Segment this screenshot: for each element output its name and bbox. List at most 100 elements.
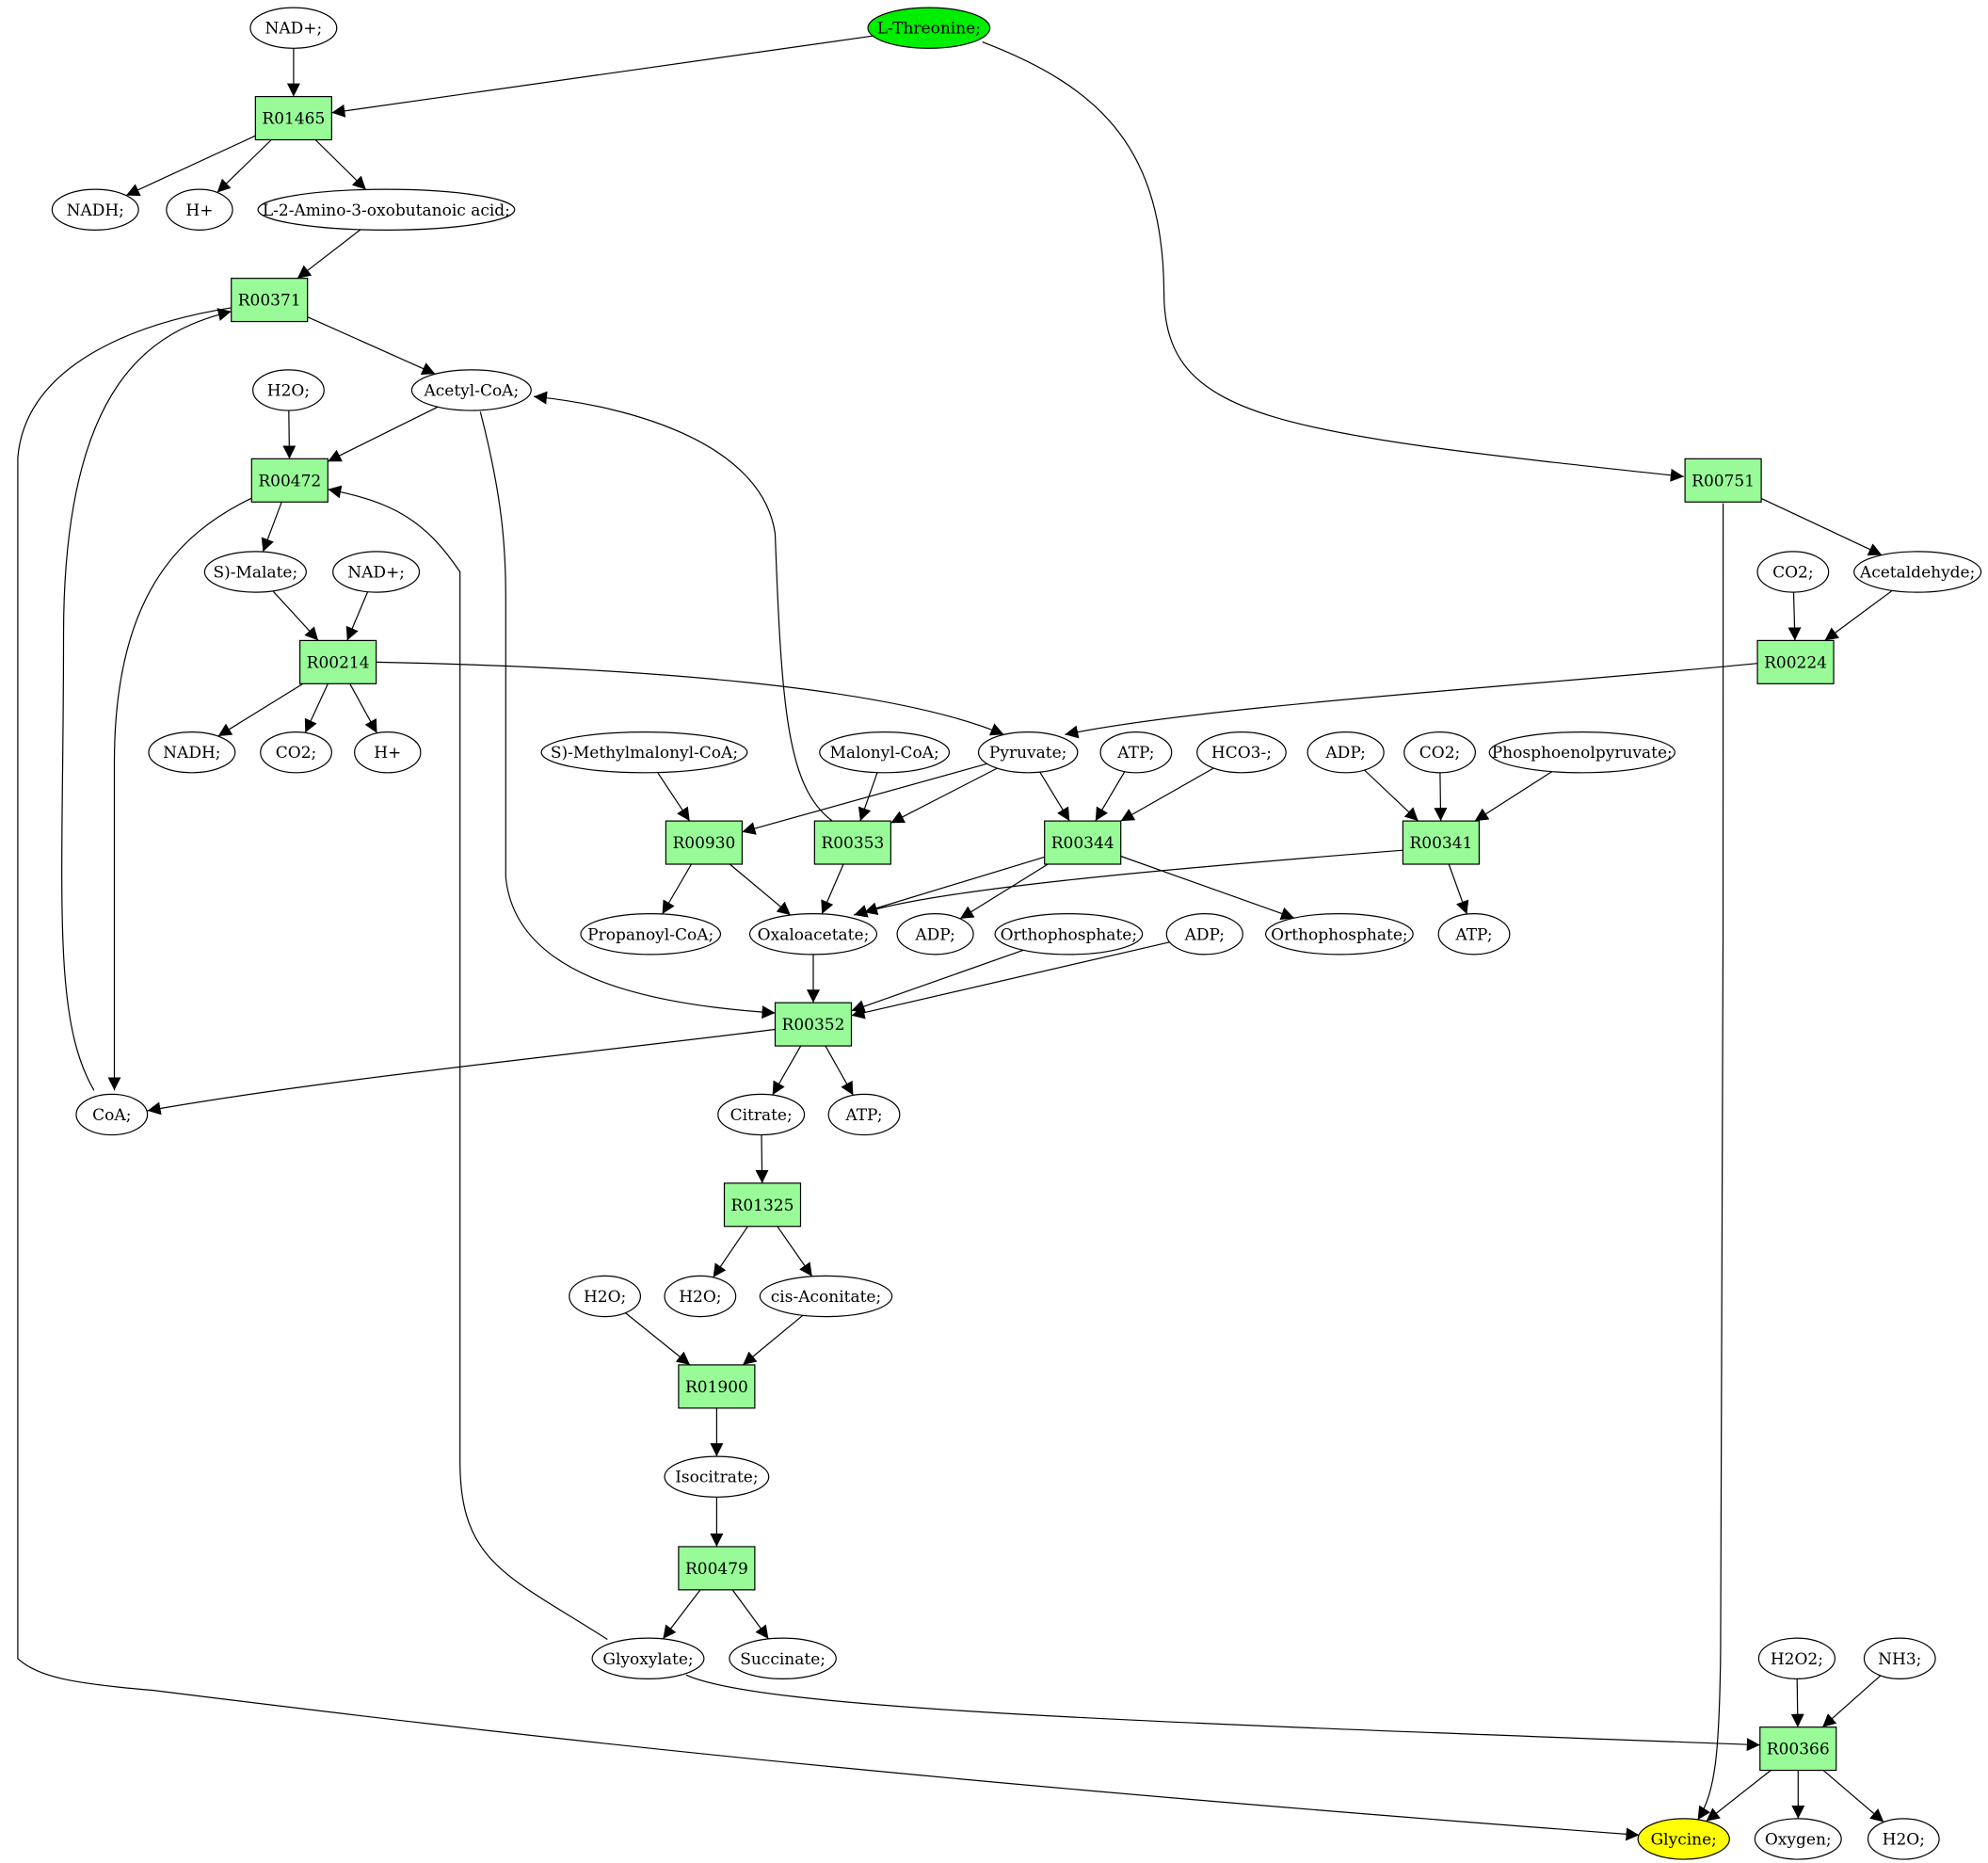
compound-node-nadh2: NADH; (148, 731, 236, 774)
reaction-box (665, 820, 744, 865)
compound-node-co2c: CO2; (1403, 731, 1476, 774)
node-label: L-Threonine; (877, 20, 981, 39)
reaction-box (813, 820, 891, 865)
node-label: HCO3-; (1211, 744, 1272, 763)
compound-ellipse (1264, 913, 1414, 956)
edge-R00371-to-acoa (307, 316, 436, 375)
reaction-box (678, 1364, 756, 1409)
reaction-box (1402, 820, 1481, 865)
compound-ellipse (717, 1093, 806, 1136)
edge-glyox-to-R00366 (685, 1674, 1760, 1752)
reaction-node-R00371: R00371 (231, 278, 309, 323)
node-label: H2O; (1883, 1830, 1925, 1849)
compound-node-coa: CoA; (75, 1093, 149, 1136)
node-label: NAD+; (265, 20, 322, 39)
compound-ellipse (994, 913, 1144, 956)
reaction-node-R01900: R01900 (678, 1364, 756, 1409)
compound-ellipse (748, 913, 878, 956)
compound-node-smm: S)-Methylmalonyl-CoA; (540, 731, 748, 774)
edge-R00344-to-pi2 (1120, 855, 1295, 921)
edge-R01325-to-cisacon (777, 1226, 813, 1277)
reaction-node-R00224: R00224 (1756, 639, 1835, 684)
edge-cisacon-to-R01900 (742, 1314, 804, 1366)
compound-ellipse (1165, 913, 1243, 956)
compound-node-h2: H+ (354, 731, 422, 774)
node-label: NAD+; (347, 564, 405, 583)
node-label: R00352 (782, 1016, 845, 1035)
node-label: R00751 (1691, 472, 1755, 490)
compound-ellipse (1637, 1818, 1730, 1860)
edge-R01465-to-nadh1 (125, 135, 256, 197)
node-label: R00353 (821, 834, 884, 853)
compound-node-succ: Succinate; (729, 1637, 837, 1679)
edge-R00353-to-acoa (533, 391, 833, 822)
compound-ellipse (252, 369, 325, 411)
edge-R00472-to-malate (261, 502, 282, 553)
node-label: CoA; (92, 1106, 131, 1125)
compound-node-oxygen: Oxygen; (1754, 1818, 1842, 1860)
edge-R00366-to-gly (1706, 1770, 1772, 1823)
edge-glyox-to-R00472 (328, 485, 608, 1641)
compound-node-pi1: Orthophosphate; (994, 913, 1144, 956)
compound-ellipse (867, 7, 991, 49)
node-label: Acetaldehyde; (1859, 564, 1975, 583)
compound-node-propcoa: Propanoyl-CoA; (580, 913, 722, 956)
compound-ellipse (1756, 551, 1830, 593)
edge-R00353-to-oaa (821, 863, 844, 915)
compound-node-thr: L-Threonine; (867, 7, 991, 49)
node-label: Malonyl-CoA; (829, 744, 938, 763)
edge-atp1-to-R00344 (1095, 771, 1126, 822)
edge-R00930-to-oaa (729, 863, 792, 916)
compound-node-h2o2: H2O; (569, 1275, 641, 1318)
compound-node-citrate: Citrate; (717, 1093, 806, 1136)
compound-ellipse (896, 913, 974, 956)
compound-node-amino: L-2-Amino-3-oxobutanoic acid; (257, 188, 516, 231)
edge-R00366-to-h2o4 (1822, 1770, 1884, 1823)
node-label: H2O2; (1771, 1650, 1823, 1669)
compound-ellipse (354, 731, 422, 774)
edge-R00479-to-glyox (662, 1589, 701, 1640)
node-label: Orthophosphate; (1271, 925, 1407, 944)
reaction-node-R00751: R00751 (1684, 458, 1762, 503)
node-label: R01325 (731, 1196, 794, 1215)
compound-node-malonyl: Malonyl-CoA; (819, 731, 951, 774)
compound-node-glyox: Glyoxylate; (591, 1637, 705, 1679)
edge-R01465-to-h1 (216, 139, 272, 193)
edge-R00371-to-gly (17, 307, 1640, 1841)
edge-R00472-to-coa (107, 497, 252, 1091)
compound-node-pep: Phosphoenolpyruvate; (1488, 731, 1675, 774)
compound-node-atp1: ATP; (1099, 731, 1173, 774)
edge-R00479-to-succ (731, 1589, 769, 1640)
node-label: H2O; (679, 1288, 721, 1307)
node-label: ADP; (914, 925, 954, 944)
reaction-node-R01325: R01325 (723, 1182, 802, 1228)
edge-R00224-to-pyr (1065, 663, 1758, 739)
compound-node-isocit: Isocitrate; (664, 1455, 770, 1498)
node-label: Acetyl-CoA; (423, 381, 519, 400)
edge-R00344-to-adp2 (959, 863, 1049, 920)
reaction-box (774, 1002, 853, 1047)
compound-ellipse (664, 1275, 737, 1318)
edge-R00352-to-coa (147, 1028, 776, 1116)
node-label: ATP; (844, 1106, 882, 1125)
node-label: CO2; (1772, 564, 1814, 583)
compound-ellipse (203, 551, 307, 593)
compound-node-h2o4: H2O; (1867, 1818, 1940, 1860)
compound-ellipse (1757, 1637, 1836, 1679)
reaction-box (678, 1546, 756, 1591)
reaction-box (1684, 458, 1762, 503)
edge-pyr-to-R00353 (890, 767, 998, 824)
edge-h2o2-to-R01900 (625, 1312, 691, 1366)
node-label: R00344 (1051, 834, 1114, 853)
reaction-node-R00353: R00353 (813, 820, 891, 865)
reaction-node-R00479: R00479 (678, 1546, 756, 1591)
node-label: NADH; (67, 201, 124, 220)
node-label: H+ (185, 201, 213, 220)
compound-node-malate: S)-Malate; (203, 551, 307, 593)
compound-ellipse (148, 731, 236, 774)
edge-R00214-to-h2 (349, 683, 378, 733)
compound-node-acoa: Acetyl-CoA; (410, 369, 532, 411)
node-label: R00371 (238, 292, 301, 311)
edge-R01465-to-amino (314, 139, 367, 190)
node-label: R00224 (1764, 653, 1827, 672)
